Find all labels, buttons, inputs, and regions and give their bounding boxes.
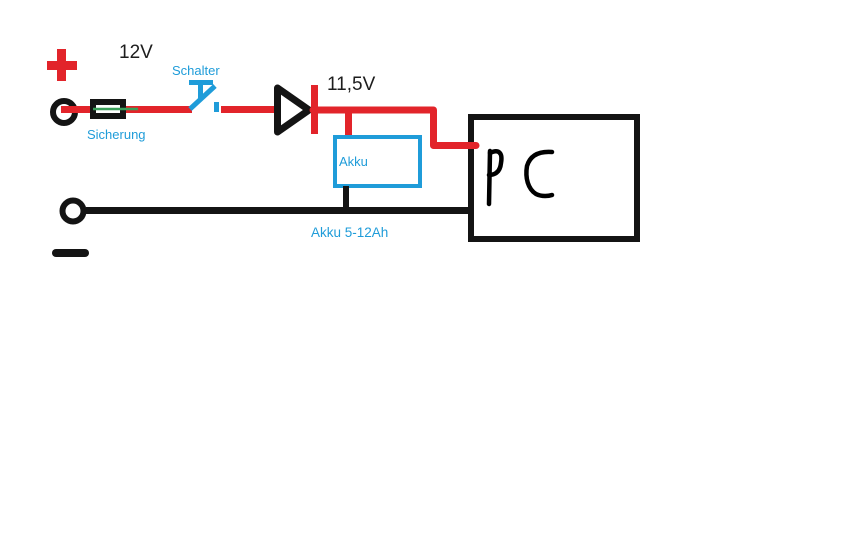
pc-box <box>468 114 640 242</box>
battery-caption-label: Akku 5-12Ah <box>311 225 389 240</box>
plus-symbol-strokes <box>47 49 77 81</box>
fuse-label: Sicherung <box>87 127 146 142</box>
letter-p-stem <box>486 148 493 207</box>
switch-label: Schalter <box>172 63 220 78</box>
letter-c <box>524 149 555 199</box>
battery-box-label: Akku <box>339 154 368 169</box>
switch-lever <box>188 84 217 111</box>
diode-symbol <box>274 84 313 136</box>
letter-p-bowl <box>486 149 504 178</box>
negative-terminal-icon <box>59 197 87 225</box>
source-voltage-label: 12V <box>119 42 153 63</box>
battery-box <box>333 135 422 188</box>
diode-output-voltage-label: 11,5V <box>327 74 376 95</box>
plus-symbol <box>47 49 77 81</box>
pc-handwritten-label <box>486 148 555 207</box>
wire-diode-to-pc <box>309 106 480 149</box>
switch-symbol <box>188 80 219 112</box>
